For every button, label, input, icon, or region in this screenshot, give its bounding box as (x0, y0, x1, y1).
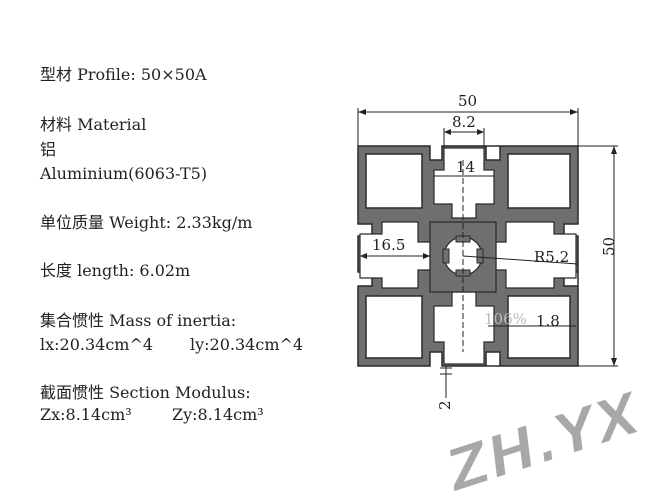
dim-wall-bottom-label: 2 (436, 400, 454, 410)
spec-profile: 型材 Profile: 50×50A (40, 65, 207, 84)
dimension-arrows (358, 109, 617, 366)
inertia-lx: lx:20.34cm^4 (40, 335, 154, 354)
spec-material-cn: 铝 (40, 140, 57, 159)
dim-inner-label: 14 (456, 158, 475, 176)
dim-radius-label: R5.2 (534, 248, 569, 266)
zoom-label: 106% (484, 310, 527, 328)
slot-top (433, 147, 495, 219)
inertia-ly: ly:20.34cm^4 (190, 335, 304, 354)
dimensions (357, 108, 618, 398)
spec-modulus-label: 截面惯性 Section Modulus: (40, 383, 251, 402)
dim-height-label: 50 (600, 237, 618, 256)
dim-core-label: 16.5 (372, 236, 405, 254)
spec-modulus-values: Zx:8.14cm³ Zy:8.14cm³ (40, 404, 264, 426)
watermark-text: ZH.YX (436, 378, 652, 503)
dimension-labels: 50 8.2 14 50 16.5 R5.2 106% 1.8 2 (372, 92, 618, 410)
dim-width-label: 50 (458, 92, 477, 110)
dim-slot-label: 8.2 (452, 113, 476, 131)
spec-length: 长度 length: 6.02m (40, 261, 191, 280)
spec-weight: 单位质量 Weight: 2.33kg/m (40, 213, 253, 232)
spec-inertia-values: lx:20.34cm^4 ly:20.34cm^4 (40, 334, 303, 356)
spec-inertia-label: 集合惯性 Mass of inertia: (40, 311, 237, 330)
spec-material-label: 材料 Material (40, 115, 147, 134)
bore-notches (442, 235, 484, 277)
spec-material-value: Aluminium(6063-T5) (40, 164, 208, 183)
modulus-zx: Zx:8.14cm³ (40, 405, 132, 424)
modulus-zy: Zy:8.14cm³ (172, 405, 264, 424)
dim-wall-label: 1.8 (536, 312, 560, 330)
